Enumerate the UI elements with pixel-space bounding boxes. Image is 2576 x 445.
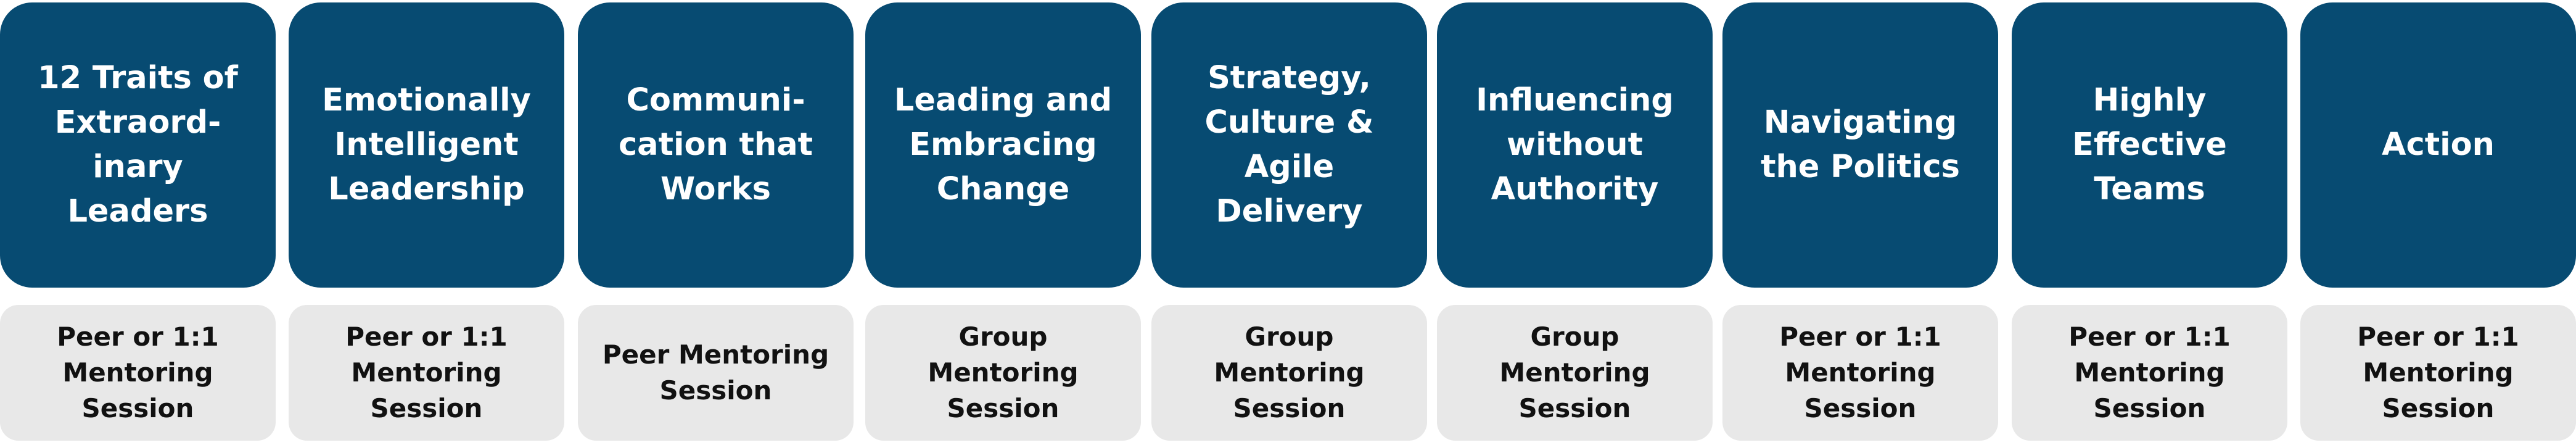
stage-title-box-5: Strategy, Culture & Agile Delivery <box>1151 2 1427 288</box>
session-box-7: Peer or 1:1 Mentoring Session <box>1722 305 1998 441</box>
session-label-8: Peer or 1:1 Mentoring Session <box>2068 322 2231 423</box>
stage-column-3: Communi- cation that Works Peer Mentorin… <box>578 0 854 445</box>
session-box-9: Peer or 1:1 Mentoring Session <box>2300 305 2576 441</box>
stage-title-6: Influencing without Authority <box>1476 82 1674 207</box>
session-label-7: Peer or 1:1 Mentoring Session <box>1779 322 1941 423</box>
session-box-1: Peer or 1:1 Mentoring Session <box>0 305 276 441</box>
stage-title-1: 12 Traits of Extraord- inary Leaders <box>38 60 238 230</box>
stage-title-box-4: Leading and Embracing Change <box>865 2 1141 288</box>
stage-column-7: Navigating the Politics Peer or 1:1 Ment… <box>1722 0 1998 445</box>
stage-column-4: Leading and Embracing Change Group Mento… <box>865 0 1141 445</box>
session-box-6: Group Mentoring Session <box>1437 305 1713 441</box>
stage-title-7: Navigating the Politics <box>1761 104 1960 185</box>
session-label-1: Peer or 1:1 Mentoring Session <box>57 322 219 423</box>
session-label-5: Group Mentoring Session <box>1214 322 1365 423</box>
stage-column-1: 12 Traits of Extraord- inary Leaders Pee… <box>0 0 276 445</box>
stage-title-box-6: Influencing without Authority <box>1437 2 1713 288</box>
stage-title-8: Highly Effective Teams <box>2072 82 2227 207</box>
stage-column-2: Emotionally Intelligent Leadership Peer … <box>289 0 564 445</box>
stage-title-5: Strategy, Culture & Agile Delivery <box>1204 60 1374 230</box>
session-box-4: Group Mentoring Session <box>865 305 1141 441</box>
session-box-2: Peer or 1:1 Mentoring Session <box>289 305 564 441</box>
stage-column-5: Strategy, Culture & Agile Delivery Group… <box>1151 0 1427 445</box>
session-label-6: Group Mentoring Session <box>1499 322 1650 423</box>
stage-title-box-7: Navigating the Politics <box>1722 2 1998 288</box>
stage-title-box-2: Emotionally Intelligent Leadership <box>289 2 564 288</box>
stage-title-9: Action <box>2382 127 2495 163</box>
stage-column-6: Influencing without Authority Group Ment… <box>1437 0 1713 445</box>
stage-title-box-1: 12 Traits of Extraord- inary Leaders <box>0 2 276 288</box>
stage-title-box-8: Highly Effective Teams <box>2012 2 2287 288</box>
session-label-3: Peer Mentoring Session <box>602 339 829 405</box>
stage-column-8: Highly Effective Teams Peer or 1:1 Mento… <box>2012 0 2287 445</box>
stage-title-box-3: Communi- cation that Works <box>578 2 854 288</box>
session-label-2: Peer or 1:1 Mentoring Session <box>345 322 508 423</box>
stage-title-3: Communi- cation that Works <box>618 82 813 207</box>
stage-title-4: Leading and Embracing Change <box>894 82 1113 207</box>
session-label-9: Peer or 1:1 Mentoring Session <box>2357 322 2519 423</box>
session-box-3: Peer Mentoring Session <box>578 305 854 441</box>
stage-column-9: Action Peer or 1:1 Mentoring Session <box>2300 0 2576 445</box>
session-box-5: Group Mentoring Session <box>1151 305 1427 441</box>
session-label-4: Group Mentoring Session <box>928 322 1079 423</box>
session-box-8: Peer or 1:1 Mentoring Session <box>2012 305 2287 441</box>
stage-title-2: Emotionally Intelligent Leadership <box>322 82 531 207</box>
stage-title-box-9: Action <box>2300 2 2576 288</box>
